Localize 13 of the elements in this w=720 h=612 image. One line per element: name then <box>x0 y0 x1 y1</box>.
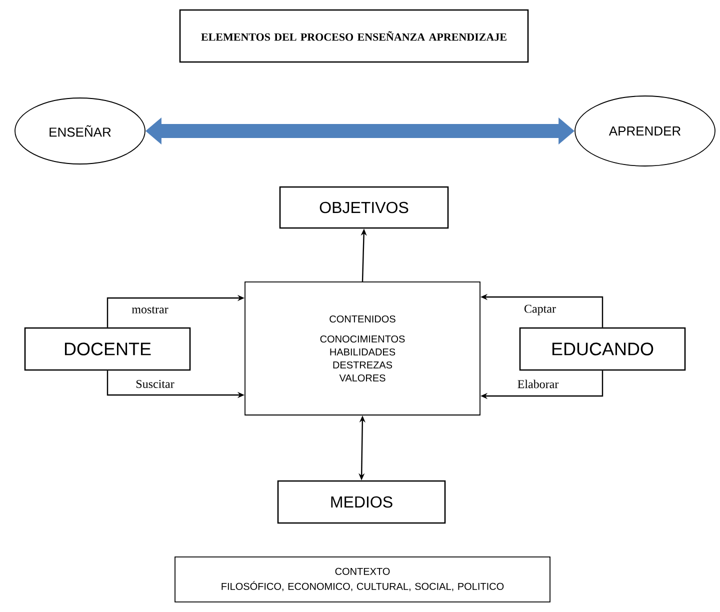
context-box: CONTEXTO FILOSÓFICO, ECONOMICO, CULTURAL, SOCIAL, POLITICO <box>174 556 550 602</box>
content-box: CONTENIDOS CONOCIMIENTOS HABILIDADES DESTREZAS VALORES <box>244 282 480 416</box>
process-box: OBJETIVOS <box>279 186 449 229</box>
process-box: EDUCANDO <box>519 327 686 371</box>
process-box: DOCENTE <box>24 327 191 371</box>
edge-label: Elaborar <box>516 378 560 390</box>
process-box: MEDIOS <box>277 480 446 524</box>
edge-label: Captar <box>523 304 557 316</box>
edge-label: mostrar <box>130 306 170 314</box>
ellipse-node: ENSEÑAR <box>14 98 146 164</box>
edge-label: Suscitar <box>134 378 176 390</box>
title-box: ELEMENTOS DEL PROCESO ENSEÑANZA APRENDIZAJE <box>179 9 529 63</box>
ellipse-node: APRENDER <box>574 96 716 166</box>
